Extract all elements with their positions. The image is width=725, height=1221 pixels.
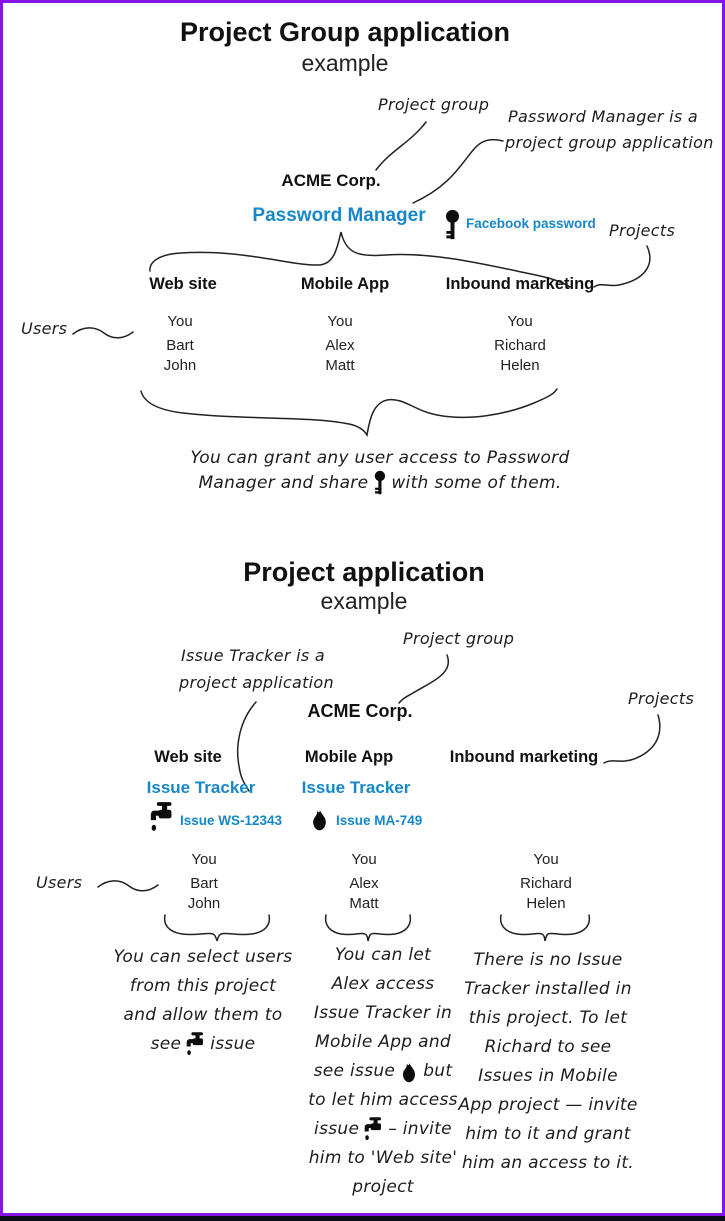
caption-1-line1: You can grant any user access to Passwor…: [190, 448, 570, 468]
caption-col3: There is no Issue Tracker installed in t…: [458, 950, 638, 1173]
user-list-2-2: You Alex Matt: [349, 851, 379, 912]
caption-1-line2: Manager and share with some of them.: [198, 469, 561, 496]
project-header-2-2: Mobile App: [304, 748, 394, 766]
faucet-icon: [186, 1032, 204, 1056]
key-icon: [445, 209, 460, 240]
caption-col2: You can let Alex access Issue Tracker in…: [308, 945, 458, 1197]
flame-icon: [313, 808, 326, 831]
annotation-pm-line1: Password Manager is a: [508, 107, 699, 126]
squiggle-users-1: [72, 327, 134, 339]
caption-col1: You can select users from this project a…: [88, 943, 318, 1059]
brace-col2: [324, 914, 412, 942]
bottom-bar: [0, 1216, 725, 1221]
annotation-pm-line2: project group application: [505, 133, 714, 152]
annotation-users-1: Users: [21, 319, 68, 338]
issue-label-1: Issue WS-12343: [180, 813, 283, 828]
curve-project-group-2: [398, 654, 450, 704]
annotation-users-2: Users: [36, 873, 83, 892]
shared-item-label: Facebook password: [466, 216, 596, 231]
faucet-icon: [364, 1117, 382, 1141]
flame-icon: [403, 1061, 416, 1082]
issue-label-2: Issue MA-749: [336, 813, 423, 828]
project-app-name-2: Issue Tracker: [301, 778, 411, 797]
user-list-2-1: You Bart John: [187, 851, 221, 912]
squiggle-users-2: [97, 880, 159, 892]
curve-project-group-1: [375, 121, 427, 171]
user-list-2-3: You Richard Helen: [520, 851, 572, 912]
annotation-it-line1: Issue Tracker is a: [181, 646, 326, 665]
user-list-1-2: You Alex Matt: [325, 313, 355, 374]
group-app-name: Password Manager: [252, 205, 426, 226]
user-list-1-3: You Richard Helen: [494, 313, 546, 374]
annotation-it-line2: project application: [179, 673, 334, 692]
brace-col3: [499, 914, 591, 942]
annotation-projects-1: Projects: [609, 221, 676, 240]
org-name-1: ACME Corp.: [281, 171, 381, 190]
user-list-1-1: You Bart John: [163, 313, 197, 374]
key-icon: [374, 470, 386, 495]
curve-projects-2: [603, 714, 661, 764]
faucet-icon: [150, 802, 172, 831]
brace-col1: [163, 914, 271, 942]
project-header-1-1: Web site: [149, 275, 217, 293]
project-app-name-1: Issue Tracker: [146, 778, 256, 797]
annotation-project-group-2: Project group: [403, 629, 515, 648]
project-header-1-3: Inbound marketing: [445, 275, 595, 293]
project-header-1-2: Mobile App: [300, 275, 390, 293]
org-name-2: ACME Corp.: [307, 701, 413, 721]
curve-pm-annotation: [412, 138, 504, 204]
curve-projects-1: [593, 245, 651, 288]
project-header-2-1: Web site: [154, 748, 222, 766]
annotation-projects-2: Projects: [628, 689, 695, 708]
brace-users-to-caption: [140, 388, 558, 438]
project-header-2-3: Inbound marketing: [449, 748, 599, 766]
annotation-project-group-1: Project group: [378, 95, 490, 114]
